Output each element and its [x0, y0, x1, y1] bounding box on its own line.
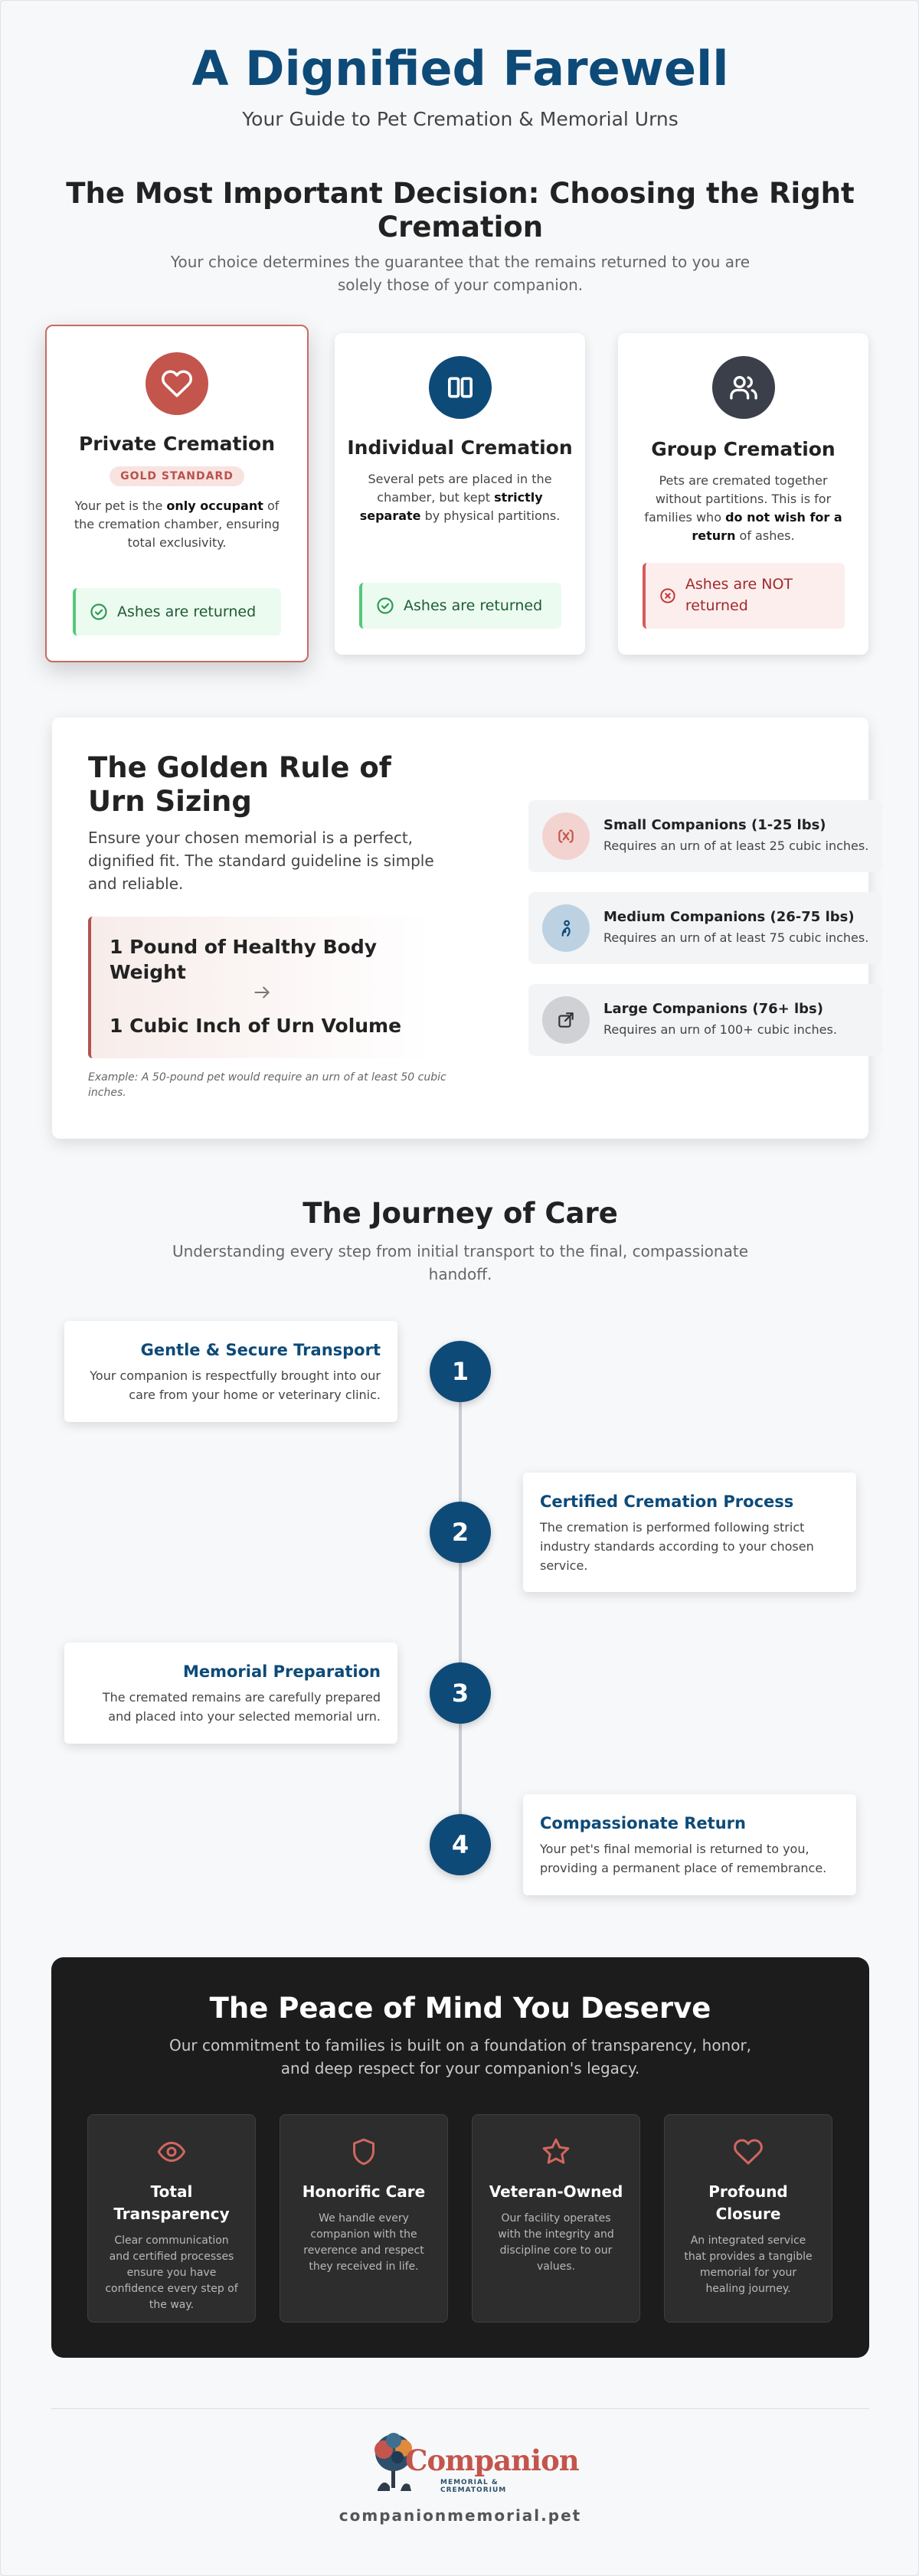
value-title: Veteran-Owned — [489, 2182, 623, 2201]
size-desc: Requires an urn of 100+ cubic inches. — [603, 1022, 837, 1037]
logo-wordmark: Companion — [405, 2444, 580, 2477]
tree-logo-icon — [374, 2433, 412, 2491]
value-title: Total Transparency — [113, 2182, 230, 2223]
urn-sizing-title: The Golden Rule of Urn Sizing — [88, 751, 391, 819]
check-circle-icon — [377, 597, 394, 614]
value-card-closure: Profound Closure An integrated service t… — [664, 2114, 832, 2323]
card-title: Group Cremation — [651, 438, 836, 460]
step-text: The cremation is performed following str… — [540, 1520, 814, 1573]
step-number-1: 1 — [430, 1341, 491, 1402]
large-pet-icon — [542, 996, 590, 1044]
step-text: The cremated remains are carefully prepa… — [102, 1690, 381, 1724]
step-title: Compassionate Return — [540, 1814, 746, 1832]
value-text: Our facility operates with the integrity… — [498, 2212, 614, 2273]
status-not-returned: Ashes are NOT returned — [643, 563, 845, 629]
step-number-3: 3 — [430, 1662, 491, 1724]
value-title: Honorific Care — [302, 2182, 426, 2201]
small-pet-icon — [542, 812, 590, 860]
card-description: Several pets are placed in the chamber, … — [359, 471, 561, 523]
golden-rule-box: 1 Pound of Healthy Body Weight 1 Cubic I… — [88, 917, 433, 1058]
step-text: Your companion is respectfully brought i… — [90, 1368, 381, 1402]
value-card-veteran: Veteran-Owned Our facility operates with… — [472, 2114, 640, 2323]
step-card-1: Gentle & Secure Transport Your companion… — [64, 1321, 397, 1422]
decision-title: The Most Important Decision: Choosing th… — [66, 177, 855, 244]
heart-icon — [665, 2136, 832, 2167]
urn-example: Example: A 50-pound pet would require an… — [88, 1071, 446, 1100]
rule-top: 1 Pound of Healthy Body Weight — [110, 936, 378, 983]
urn-sizing-panel: The Golden Rule of Urn Sizing Ensure you… — [52, 718, 882, 1139]
size-title: Large Companions (76+ lbs) — [603, 1001, 823, 1017]
status-returned: Ashes are returned — [359, 583, 561, 629]
eye-icon — [88, 2136, 255, 2167]
rule-bottom: 1 Cubic Inch of Urn Volume — [110, 1015, 402, 1037]
card-description: Pets are cremated together without parti… — [644, 472, 842, 543]
group-cremation-card[interactable]: Group Cremation Pets are cremated togeth… — [618, 333, 868, 655]
value-card-honorific: Honorific Care We handle every companion… — [280, 2114, 448, 2323]
step-title: Gentle & Secure Transport — [140, 1341, 381, 1359]
card-description: Your pet is the only occupant of the cre… — [74, 498, 280, 550]
status-label: Ashes are returned — [117, 603, 257, 620]
size-title: Small Companions (1-25 lbs) — [603, 817, 826, 833]
step-title: Certified Cremation Process — [540, 1492, 794, 1511]
page-subtitle: Your Guide to Pet Cremation & Memorial U… — [242, 108, 679, 130]
heart-icon — [146, 352, 208, 415]
check-circle-icon — [90, 603, 107, 620]
individual-cremation-card[interactable]: Individual Cremation Several pets are pl… — [335, 333, 585, 655]
x-circle-icon — [660, 588, 675, 603]
value-card-transparency: Total Transparency Clear communication a… — [87, 2114, 256, 2323]
companion-logo[interactable]: Companion MEMORIAL & CREMATORIUM — [361, 2430, 580, 2499]
private-cremation-card[interactable]: Private Cremation GOLD STANDARD Your pet… — [45, 325, 309, 662]
peace-of-mind-section: The Peace of Mind You Deserve Our commit… — [51, 1957, 869, 2358]
value-text: Clear communication and certified proces… — [105, 2234, 238, 2311]
status-returned: Ashes are returned — [73, 588, 281, 636]
urn-sizing-description: Ensure your chosen memorial is a perfect… — [88, 829, 434, 893]
page-title: A Dignified Farewell — [191, 41, 729, 96]
partitions-icon — [428, 356, 492, 419]
step-number-4: 4 — [430, 1814, 491, 1875]
size-desc: Requires an urn of at least 25 cubic inc… — [603, 839, 869, 853]
step-card-4: Compassionate Return Your pet's final me… — [523, 1794, 856, 1895]
value-text: We handle every companion with the rever… — [303, 2212, 424, 2273]
footer-url-link[interactable]: companionmemorial.pet — [338, 2506, 582, 2525]
timeline-line — [459, 1371, 462, 1846]
status-label: Ashes are returned — [404, 597, 543, 614]
size-desc: Requires an urn of at least 75 cubic inc… — [603, 930, 869, 945]
medium-pet-icon — [542, 904, 590, 952]
gold-standard-badge: GOLD STANDARD — [110, 466, 244, 486]
journey-title: The Journey of Care — [303, 1197, 618, 1230]
step-number-2: 2 — [430, 1502, 491, 1563]
step-text: Your pet's final memorial is returned to… — [540, 1842, 827, 1875]
star-icon — [473, 2136, 639, 2167]
group-icon — [711, 356, 775, 419]
logo-tagline: MEMORIAL & CREMATORIUM — [440, 2479, 507, 2494]
step-title: Memorial Preparation — [182, 1662, 381, 1681]
size-item-medium: Medium Companions (26-75 lbs) Requires a… — [528, 892, 882, 964]
value-title: Profound Closure — [708, 2182, 788, 2223]
shield-icon — [280, 2136, 447, 2167]
peace-title: The Peace of Mind You Deserve — [209, 1992, 711, 2025]
value-text: An integrated service that provides a ta… — [684, 2234, 813, 2295]
step-card-3: Memorial Preparation The cremated remain… — [64, 1643, 397, 1744]
card-title: Private Cremation — [78, 433, 276, 455]
step-card-2: Certified Cremation Process The crematio… — [523, 1473, 856, 1592]
size-item-large: Large Companions (76+ lbs) Requires an u… — [528, 984, 882, 1056]
peace-description: Our commitment to families is built on a… — [168, 2036, 752, 2077]
status-label: Ashes are NOT returned — [685, 576, 793, 614]
decision-description: Your choice determines the guarantee tha… — [170, 253, 751, 294]
arrow-right-icon — [252, 982, 272, 1005]
size-title: Medium Companions (26-75 lbs) — [603, 909, 855, 925]
footer-divider — [51, 2408, 869, 2409]
journey-description: Understanding every step from initial tr… — [172, 1242, 748, 1283]
size-item-small: Small Companions (1-25 lbs) Requires an … — [528, 800, 882, 872]
card-title: Individual Cremation — [347, 436, 573, 459]
